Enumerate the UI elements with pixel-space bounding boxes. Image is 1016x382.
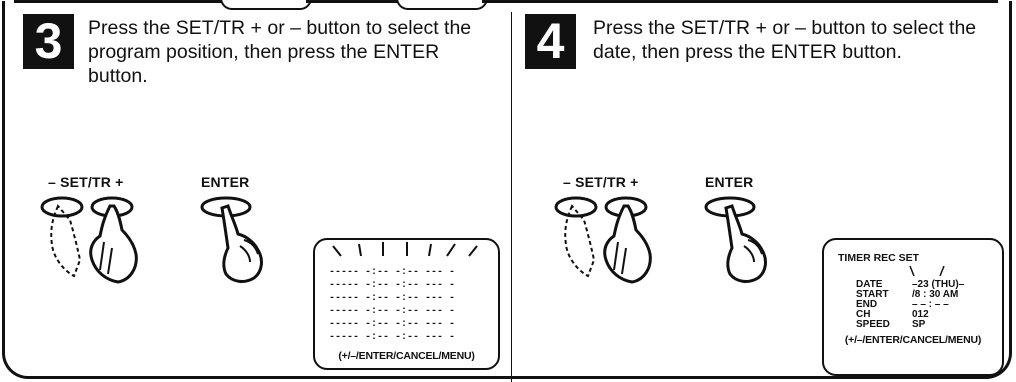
- field-label: DATE: [856, 279, 883, 290]
- program-row: ----- -:-- -:-- --- -: [329, 293, 456, 304]
- panel-divider: [511, 12, 512, 382]
- field-label: END: [856, 299, 878, 310]
- enter-button-illustration: [200, 196, 263, 283]
- set-tr-buttons-illustration: [40, 196, 138, 284]
- set-tr-label: – SET/TR +: [48, 174, 124, 190]
- pointing-hand-icon: [89, 204, 138, 284]
- step-number: 3: [23, 14, 74, 69]
- minus-button-icon: [40, 196, 84, 218]
- field-value: SP: [912, 319, 926, 330]
- set-tr-buttons-illustration: [554, 196, 652, 284]
- step-instruction: Press the SET/TR + or – button to select…: [88, 17, 472, 87]
- blinking-marks-icon: [909, 265, 945, 277]
- program-row: ----- -:-- -:-- --- -: [329, 319, 456, 330]
- top-rule-left: [14, 0, 222, 3]
- screen-footer: (+/–/ENTER/CANCEL/MENU): [844, 334, 982, 346]
- top-rule-center: [306, 0, 398, 3]
- field-value: – – : – –: [912, 299, 949, 310]
- top-tab-left: [220, 0, 312, 10]
- blinking-marks-icon: [332, 242, 478, 257]
- enter-label: ENTER: [201, 174, 250, 190]
- pointing-hand-icon: [603, 204, 652, 284]
- program-list-screen: ----- -:-- -:-- --- - ----- -:-- -:-- --…: [313, 238, 500, 370]
- field-value: –23 (THU)–: [912, 279, 965, 290]
- enter-label: ENTER: [705, 174, 754, 190]
- program-row: ----- -:-- -:-- --- -: [329, 332, 456, 343]
- field-value: 012: [912, 309, 929, 320]
- dashed-hand-icon: [564, 204, 596, 278]
- step-instruction: Press the SET/TR + or – button to select…: [593, 17, 977, 63]
- program-row: ----- -:-- -:-- --- -: [329, 306, 456, 317]
- set-tr-label: – SET/TR +: [563, 174, 639, 190]
- program-row: ----- -:-- -:-- --- -: [329, 280, 456, 291]
- program-row: ----- -:-- -:-- --- -: [329, 267, 456, 278]
- top-tab-right: [396, 0, 488, 10]
- field-value: /8 : 30 AM: [912, 289, 959, 300]
- minus-button-icon: [554, 196, 598, 218]
- field-label: CH: [856, 309, 871, 320]
- field-label: START: [856, 289, 889, 300]
- pointing-hand-icon: [220, 204, 263, 283]
- screen-footer: (+/–/ENTER/CANCEL/MENU): [338, 350, 475, 362]
- field-label: SPEED: [856, 319, 890, 330]
- screen-title: TIMER REC SET: [838, 252, 920, 264]
- step-number: 4: [525, 14, 576, 69]
- dashed-hand-icon: [50, 204, 82, 278]
- pointing-hand-icon: [724, 204, 767, 283]
- top-rule-right: [482, 0, 998, 3]
- enter-button-illustration: [704, 196, 767, 283]
- timer-rec-set-screen: TIMER REC SET DATE –23 (THU)– START /8 :…: [822, 238, 1004, 376]
